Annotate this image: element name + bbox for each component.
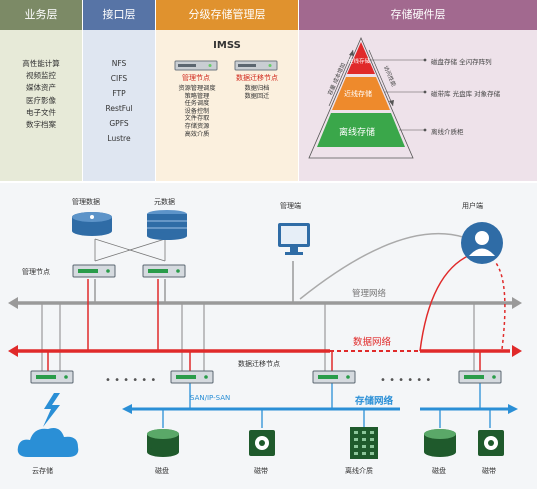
metadata-label: 元数据 [154, 198, 175, 206]
list-item: 文件存取 [184, 115, 210, 123]
migrate-nodes-label: 数据迁移节点 [238, 360, 280, 368]
mgmt-node-label: 管理节点 [182, 74, 210, 82]
list-item: 设备控制 [184, 107, 210, 115]
user-end-label: 用户端 [462, 202, 483, 210]
interface-layer-title: 接口层 [83, 0, 155, 30]
list-item: 数据回迁 [244, 92, 270, 100]
database-icon [72, 212, 112, 236]
cloud-icon [17, 428, 79, 457]
mgmt-nodes-label: 管理节点 [22, 268, 50, 276]
cloud-label: 云存储 [32, 467, 53, 475]
list-item: 存储资源 [184, 122, 210, 130]
product-name: IMSS [213, 40, 241, 51]
migrate-node-server-icon [234, 60, 278, 71]
list-item: 策略管理 [184, 92, 210, 100]
monitor-icon [278, 223, 310, 255]
migrate-node-label: 数据迁移节点 [236, 74, 278, 82]
list-item: FTP [112, 89, 126, 98]
offline-tier-label: 离线存储 [339, 128, 376, 138]
list-item: 数据归档 [244, 85, 270, 92]
management-layer-title: 分级存储管理层 [156, 0, 298, 30]
svg-text:• • • • • •: • • • • • • [105, 375, 156, 386]
san-label: SAN/IP-SAN [190, 394, 231, 402]
interface-list: NFS CIFS FTP RestFul GPFS Lustre [83, 56, 155, 146]
mgmt-network-label: 管理网络 [352, 289, 387, 299]
list-item: 资源管理调度 [178, 85, 216, 92]
tape-label: 磁带 [482, 467, 496, 475]
tape-label: 磁带 [254, 467, 268, 475]
storage-tier-pyramid [308, 36, 427, 159]
interface-layer: 接口层 NFS CIFS FTP RestFul GPFS Lustre [83, 0, 155, 181]
svg-text:• • • • • •: • • • • • • [380, 375, 431, 386]
mgmt-node-server-icon [142, 264, 186, 278]
business-layer-body: 高性能计算 视频监控 媒体资产 医疗影像 电子文件 数字档案 [0, 30, 82, 181]
online-tier [347, 42, 375, 74]
migrate-node-server-icon [312, 370, 356, 384]
migrate-node-server-icon [30, 370, 74, 384]
list-item: 视频监控 [26, 71, 56, 81]
list-item: 医疗影像 [26, 95, 56, 105]
topology-lines: • • • • • • • • • • • • [8, 232, 522, 428]
topology-diagram: • • • • • • • • • • • • 管理数据 元数据 管理端 用户端 [0, 183, 537, 489]
online-tier-label: 在线存储 [348, 59, 371, 65]
list-item: 任务调度 [184, 100, 210, 108]
list-item: 高效介质 [184, 130, 210, 138]
migrate-node-server-icon [458, 370, 502, 384]
mgmt-console-label: 管理端 [280, 202, 301, 210]
offline-tier [317, 113, 405, 147]
business-layer-title: 业务层 [0, 0, 82, 30]
migrate-node-functions: 数据归档 数据回迁 [228, 85, 286, 100]
hardware-layer-title: 存储硬件层 [299, 0, 537, 30]
hardware-layer-body: 在线存储 近线存储 离线存储 磁盘存储 全闪存阵列 磁带库 光盘库 对象存储 离… [299, 30, 537, 181]
data-network-label: 数据网络 [353, 337, 392, 348]
interface-layer-body: NFS CIFS FTP RestFul GPFS Lustre [83, 30, 155, 181]
hardware-layer: 存储硬件层 在线存储 [299, 0, 537, 181]
list-item: RestFul [105, 104, 133, 113]
management-layer: 分级存储管理层 IMSS 管理节点 数据迁移节点 资源管理调度 策略管理 任务调… [156, 0, 298, 181]
business-list: 高性能计算 视频监控 媒体资产 医疗影像 电子文件 数字档案 [0, 58, 82, 131]
list-item: GPFS [109, 119, 129, 128]
tier-device-offline: 离线介质柜 [431, 128, 464, 136]
user-avatar-icon [461, 222, 503, 264]
metadata-database-icon [147, 210, 187, 240]
list-item: 媒体资产 [26, 83, 56, 93]
list-item: 电子文件 [26, 107, 56, 117]
nearline-tier [332, 77, 390, 110]
mgmt-node-server-icon [72, 264, 116, 278]
disk-label: 磁盘 [432, 467, 446, 475]
storage-network-label: 存储网络 [355, 396, 394, 407]
list-item: Lustre [107, 134, 131, 143]
lightning-icon [43, 393, 60, 427]
nearline-tier-label: 近线存储 [344, 90, 372, 98]
migrate-node-server-icon [170, 370, 214, 384]
management-layer-body: IMSS 管理节点 数据迁移节点 资源管理调度 策略管理 任务调度 设备控制 文… [156, 30, 298, 181]
business-layer: 业务层 高性能计算 视频监控 媒体资产 医疗影像 电子文件 数字档案 [0, 0, 82, 181]
offline-media-label: 离线介质 [345, 467, 373, 475]
list-item: 数字档案 [26, 120, 56, 130]
list-item: CIFS [110, 74, 128, 83]
mgmt-data-label: 管理数据 [72, 198, 100, 206]
list-item: 高性能计算 [22, 59, 60, 68]
tape-icon [478, 430, 504, 456]
disk-icon [424, 429, 456, 457]
disk-icon [147, 429, 179, 457]
mgmt-node-server-icon [174, 60, 218, 71]
mgmt-node-functions: 资源管理调度 策略管理 任务调度 设备控制 文件存取 存储资源 高效介质 [168, 85, 226, 138]
tier-device-online: 磁盘存储 全闪存阵列 [431, 58, 492, 66]
list-item: NFS [111, 59, 127, 68]
disk-label: 磁盘 [155, 467, 169, 475]
tier-device-nearline: 磁带库 光盘库 对象存储 [431, 90, 501, 98]
tape-icon [249, 430, 275, 456]
media-cabinet-icon [350, 427, 378, 459]
